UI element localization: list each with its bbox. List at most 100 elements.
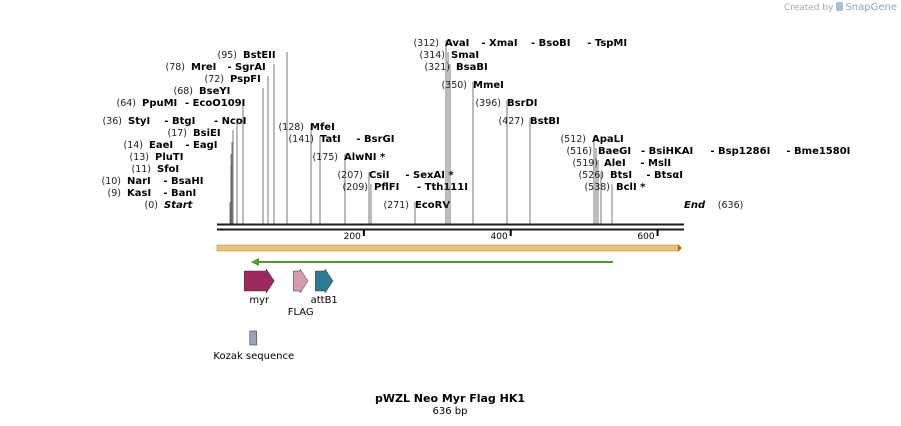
orange-orf-arrowhead	[678, 244, 682, 252]
site-position: (17)	[167, 128, 187, 139]
restriction-site: End (636)	[684, 200, 743, 211]
site-position: (0)	[145, 200, 158, 211]
site-enzyme-name: Start	[164, 200, 194, 211]
site-enzyme-name: - BanI	[163, 188, 196, 199]
feature: myr	[243, 268, 275, 306]
ruler-tick-label: 400	[491, 232, 508, 242]
restriction-site: (312) AvaI - XmaI - BsoBI - TspMI	[413, 38, 627, 224]
site-position: (141)	[288, 134, 314, 145]
restriction-sites: (0)Start(9)KasI- BanI(10)NarI- BsaHI(11)…	[101, 38, 850, 225]
site-enzyme-name: - Bsp1286I	[710, 146, 770, 157]
site-position: (209)	[342, 182, 368, 193]
feature-arrow	[243, 268, 275, 294]
site-enzyme-name: - Bme1580I	[786, 146, 850, 157]
site-enzyme-name: - SgrAI	[227, 62, 265, 73]
site-enzyme-name: - BsiHKAI	[641, 146, 693, 157]
site-enzyme-name: MmeI	[473, 80, 504, 91]
site-enzyme-name: - SexAI *	[405, 170, 454, 181]
feature-label: FLAG	[288, 307, 314, 318]
restriction-site: (271) EcoRV	[383, 200, 450, 224]
restriction-site: (128)MfeI	[278, 122, 335, 224]
plasmid-length: 636 bp	[433, 406, 468, 417]
site-enzyme-name: ApaLI	[592, 134, 624, 145]
restriction-site: (207)CsiI- SexAI *	[337, 170, 454, 224]
site-position: (128)	[278, 122, 304, 133]
feature-label: myr	[249, 295, 270, 306]
site-enzyme-name: SmaI	[451, 50, 479, 61]
site-enzyme-name: BclI *	[616, 182, 646, 193]
site-enzyme-name: KasI	[127, 188, 151, 199]
restriction-site: (314)SmaI	[419, 50, 479, 224]
restriction-site: (350) MmeI	[441, 80, 504, 224]
restriction-site: (141)TatI- BsrGI	[288, 134, 394, 224]
site-enzyme-name: - TspMI	[587, 38, 627, 49]
site-enzyme-name: - EagI	[185, 140, 217, 151]
site-position: (9)	[108, 188, 121, 199]
restriction-site: (72)PspFI	[204, 74, 269, 224]
site-position: (538)	[584, 182, 610, 193]
site-enzyme-name: StyI	[128, 116, 150, 127]
site-position: (516)	[566, 146, 592, 157]
restriction-site: (78)MreI- SgrAI	[165, 62, 275, 224]
site-enzyme-name: - BtgI	[164, 116, 195, 127]
site-enzyme-name: PluTI	[155, 152, 183, 163]
orange-orf-bar	[216, 244, 679, 252]
site-position: (68)	[173, 86, 193, 97]
green-orf-arrowhead	[251, 258, 259, 266]
site-enzyme-name: BtsI	[610, 170, 632, 181]
restriction-site: (175)AlwNI *	[312, 152, 386, 224]
site-enzyme-name: - EcoO109I	[185, 98, 245, 109]
site-position: (78)	[165, 62, 185, 73]
restriction-site: (0) Start	[145, 200, 231, 225]
site-enzyme-name: - BsoBI	[531, 38, 570, 49]
plasmid-name: pWZL Neo Myr Flag HK1	[375, 392, 525, 405]
site-enzyme-name: End	[684, 200, 706, 211]
site-position: (321)	[424, 62, 450, 73]
site-position: (396)	[475, 98, 501, 109]
site-position: (427)	[498, 116, 524, 127]
site-position: (526)	[578, 170, 604, 181]
site-position: (350)	[441, 80, 467, 91]
feature: Kozak sequence	[213, 330, 294, 362]
dna-backbone	[217, 223, 684, 231]
restriction-site: (512) ApaLI	[560, 134, 624, 224]
site-position: (271)	[383, 200, 409, 211]
site-enzyme-name: AvaI	[445, 38, 469, 49]
site-enzyme-name: TatI	[320, 134, 341, 145]
site-position: (72)	[204, 74, 224, 85]
site-enzyme-name: - NcoI	[214, 116, 247, 127]
site-enzyme-name: NarI	[127, 176, 151, 187]
snapgene-logo-icon	[836, 2, 844, 11]
feature-arrow	[315, 268, 334, 294]
site-enzyme-name: BstBI	[530, 116, 560, 127]
site-enzyme-name: AleI	[604, 158, 626, 169]
site-enzyme-name: SfoI	[157, 164, 179, 175]
orf-bars	[216, 244, 682, 266]
credit-brand: SnapGene	[845, 2, 897, 13]
restriction-site: (427) BstBI	[498, 116, 560, 224]
restriction-site: (396) BsrDI	[475, 98, 538, 224]
feature: attB1	[311, 268, 338, 306]
site-position: (519)	[572, 158, 598, 169]
site-position: (512)	[560, 134, 586, 145]
site-position: (636)	[718, 200, 744, 211]
site-position: (13)	[129, 152, 149, 163]
feature-arrow	[293, 268, 309, 294]
site-enzyme-name: - XmaI	[481, 38, 517, 49]
site-enzyme-name: AlwNI *	[344, 152, 386, 163]
site-enzyme-name: EcoRV	[415, 200, 450, 211]
site-position: (14)	[123, 140, 143, 151]
site-enzyme-name: - BtsαI	[646, 170, 683, 181]
site-position: (312)	[413, 38, 439, 49]
site-enzyme-name: BstEII	[243, 50, 276, 61]
site-enzyme-name: EaeI	[149, 140, 173, 151]
site-enzyme-name: BseYI	[199, 86, 230, 97]
site-position: (36)	[102, 116, 122, 127]
site-position: (10)	[101, 176, 121, 187]
site-enzyme-name: BsrDI	[507, 98, 538, 109]
ruler-tick-label: 200	[344, 232, 361, 242]
restriction-site: (538) BclI *	[584, 182, 646, 224]
